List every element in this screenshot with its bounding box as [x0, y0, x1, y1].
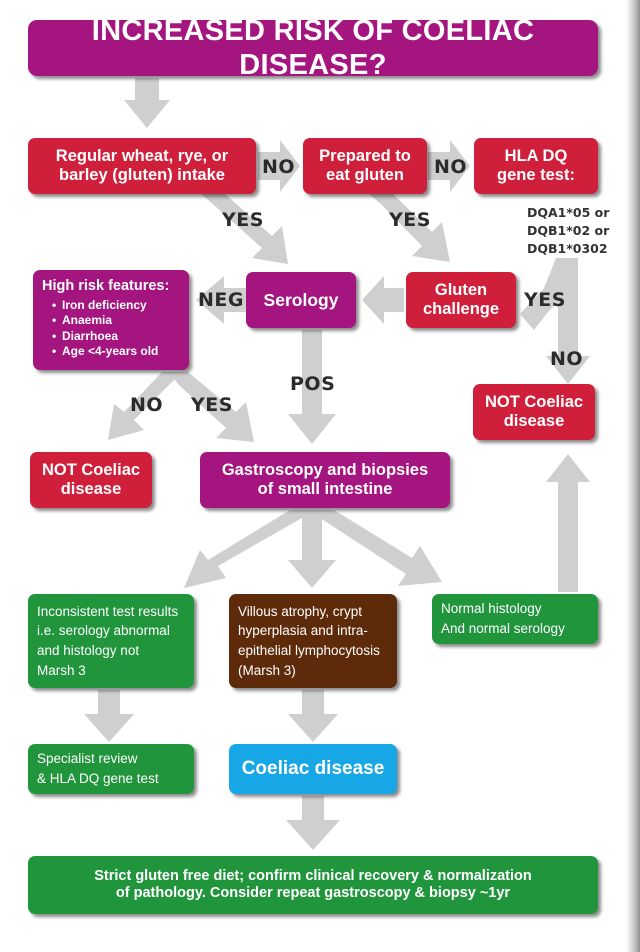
risk-item: Age <4-years old: [52, 344, 169, 360]
arrow-risk-yes: [168, 372, 254, 442]
arrow-intake-yes: [200, 193, 288, 264]
label-no-hla: NO: [550, 348, 584, 370]
label-neg: NEG: [198, 289, 244, 311]
arrow-serology-neg: [196, 276, 246, 324]
risk-item: Anaemia: [52, 313, 169, 329]
label-yes-intake: YES: [222, 209, 264, 231]
regular-intake-box: Regular wheat, rye, or barley (gluten) i…: [28, 138, 256, 194]
label-no-risk: NO: [130, 394, 164, 416]
not-coeliac-left-box: NOT Coeliac disease: [30, 452, 152, 508]
arrow-intake-to-prepared: [258, 140, 300, 192]
inconsistent-results-box: Inconsistent test results i.e. serology …: [28, 594, 194, 688]
high-risk-list: Iron deficiency Anaemia Diarrhoea Age <4…: [42, 298, 169, 360]
gastroscopy-box: Gastroscopy and biopsies of small intest…: [200, 452, 450, 508]
arrow-gastro-left: [184, 510, 316, 588]
label-no-intake: NO: [262, 156, 296, 178]
title-box: INCREASED RISK OF COELIAC DISEASE?: [28, 15, 598, 81]
gluten-challenge-box: Gluten challenge: [406, 272, 516, 328]
label-yes-risk: YES: [191, 394, 233, 416]
specialist-review-box: Specialist review & HLA DQ gene test: [28, 744, 194, 794]
serology-box: Serology: [246, 272, 356, 328]
arrow-serology-pos: [288, 330, 336, 444]
arrow-gastro-mid: [288, 510, 336, 588]
arrow-normal-up: [546, 454, 590, 592]
normal-histology-box: Normal histology And normal serology: [432, 594, 598, 644]
hla-test-box: HLA DQ gene test:: [474, 138, 598, 194]
arrow-inconsistent-down: [84, 690, 134, 742]
villous-atrophy-box: Villous atrophy, crypt hyperplasia and i…: [229, 594, 397, 688]
label-yes-prepared: YES: [389, 209, 431, 231]
arrow-prepared-to-hla: [428, 140, 470, 192]
arrow-prepared-yes: [368, 193, 450, 262]
arrow-challenge-to-serology: [362, 276, 404, 324]
page-title: INCREASED RISK OF COELIAC DISEASE?: [91, 14, 535, 81]
gluten-free-diet-box: Strict gluten free diet; confirm clinica…: [28, 856, 598, 914]
arrow-hla-to-challenge: [520, 258, 578, 330]
arrow-gastro-right: [308, 510, 442, 586]
label-yes-hla: YES: [524, 289, 566, 311]
arrow-title-down: [124, 78, 170, 128]
high-risk-box: High risk features: Iron deficiency Anae…: [33, 270, 189, 370]
arrow-villous-down: [288, 690, 338, 742]
prepared-box: Prepared to eat gluten: [303, 138, 427, 194]
high-risk-title: High risk features:: [42, 278, 170, 294]
not-coeliac-right-box: NOT Coeliac disease: [473, 384, 595, 440]
gene-types: DQA1*05 or DQB1*02 or DQB1*0302: [527, 205, 610, 256]
label-no-prepared: NO: [434, 156, 468, 178]
arrow-hla-no: [546, 258, 590, 384]
coeliac-disease-box: Coeliac disease: [229, 744, 397, 794]
risk-item: Diarrhoea: [52, 329, 169, 345]
arrow-risk-no: [108, 372, 182, 440]
label-pos: POS: [290, 373, 336, 395]
risk-item: Iron deficiency: [52, 298, 169, 314]
page-edge-shadow: [626, 0, 640, 952]
arrow-coeliac-down: [286, 796, 340, 850]
